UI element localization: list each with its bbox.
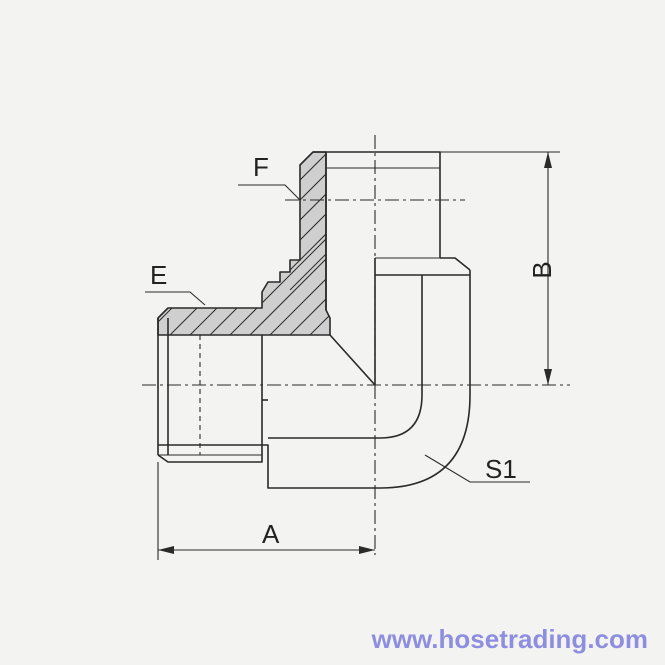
label-e: E — [150, 260, 167, 290]
hatched-section — [157, 151, 331, 336]
label-a: A — [262, 519, 280, 549]
hidden-lines — [199, 167, 375, 455]
center-lines — [142, 135, 570, 555]
watermark-url: www.hosetrading.com — [371, 624, 648, 654]
top-port-outline — [313, 151, 471, 310]
label-s1: S1 — [485, 454, 517, 484]
label-f: F — [253, 152, 269, 182]
label-b: B — [527, 261, 557, 278]
left-port-outline — [157, 318, 268, 463]
dimension-b — [440, 151, 560, 385]
dimension-a — [157, 462, 375, 560]
leader-lines — [145, 184, 530, 483]
